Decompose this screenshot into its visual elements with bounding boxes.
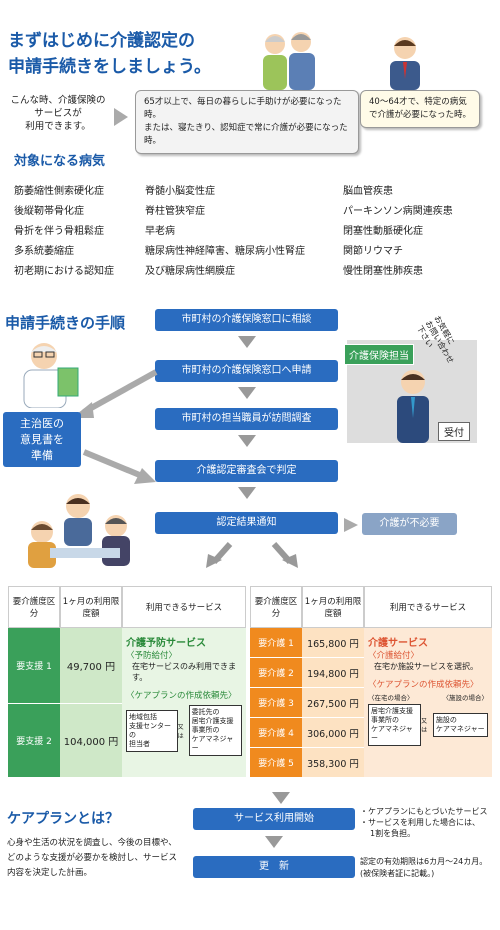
step-result: 認定結果通知 [155,512,338,534]
step-apply: 市町村の介護保険窓口へ申請 [155,360,338,382]
reception-sign: 受付 [438,422,470,441]
care-limit-1: 165,800 円 [302,628,364,657]
condition-text: こんな時、介護保険の サービスが 利用できます。 [10,95,106,132]
support-header-level: 要介護度区分 [8,586,60,628]
doctor-opinion-box: 主治医の 意見書を 準備 [3,412,81,467]
care-limit-5: 358,300 円 [302,748,364,777]
arrow-down-icon [238,336,256,348]
elderly-couple-illustration [255,28,320,90]
careplan-heading: ケアプランとは？ [7,811,119,827]
care-header-service: 利用できるサービス [364,586,492,628]
step-consult: 市町村の介護保険窓口に相談 [155,309,338,331]
support-limit-1: 49,700 円 [60,628,122,703]
disease-item: 脳血管疾患 [343,186,393,197]
care-level-4: 要介護 4 [250,718,302,747]
step-visit: 市町村の担当職員が訪問調査 [155,408,338,430]
split-arrows-icon [206,542,298,568]
care-header-level: 要介護度区分 [250,586,302,628]
support-limit-2: 104,000 円 [60,703,122,777]
step-review: 介護認定審査会で判定 [155,460,338,482]
no-care-box: 介護が不必要 [362,513,457,535]
support-header-limit: 1ヶ月の利用限度額 [60,586,122,628]
disease-item: 糖尿病性神経障害、糖尿病小性腎症 [145,246,305,257]
disease-item: 慢性閉塞性肺疾患 [343,266,423,277]
arrow-down-icon [238,487,256,499]
disease-column-3: 脳血管疾患 パーキンソン病関連疾患 閉塞性動脈硬化症 関節リウマチ 慢性閉塞性肺… [343,182,453,282]
procedure-heading: 申請手続きの手順 [5,314,126,332]
disease-item: 脊髄小脳変性症 [145,186,215,197]
disease-item: パーキンソン病関連疾患 [343,206,453,217]
service-note: ・ケアプランにもとづいたサービス ・サービスを利用した場合には、 1割を負担。 [360,807,488,838]
diseases-heading: 対象になる病気 [14,154,106,169]
disease-item: 多系統萎縮症 [14,246,74,257]
disease-item: 骨折を伴う骨粗鬆症 [14,226,104,237]
middle-aged-man-illustration [385,34,425,90]
care-limit-3: 267,500 円 [302,688,364,717]
disease-item: 脊柱管狭窄症 [145,206,205,217]
office-sign: 介護保険担当 [344,344,414,365]
support-level-2: 要支援 2 [8,703,60,777]
plan-option-box: 居宅介護支援事業所のケアマネジャー [368,704,422,746]
committee-illustration [20,484,140,568]
arrow-down-icon [265,836,283,848]
support-level-1: 要支援 1 [8,628,60,703]
support-table: 要介護度区分 1ヶ月の利用限度額 利用できるサービス 要支援 1 49,700 … [8,586,246,777]
condition-bubble-40: 40〜64才で、特定の病気 で介護が必要になった時。 [360,90,480,128]
arrow-down-icon [272,792,290,804]
arrow-right-icon [344,518,358,532]
care-service-cell: 介護サービス 〈介護給付〉 在宅か施設サービスを選択。 〈ケアプランの作成依頼先… [364,628,492,777]
care-level-5: 要介護 5 [250,748,302,777]
condition-bubble-65: 65才以上で、毎日の暮らしに手助けが必要になった時。 または、寝たきり、認知症で… [135,90,359,154]
service-start-box: サービス利用開始 [193,808,355,830]
disease-item: 後縦靭帯骨化症 [14,206,84,217]
care-limit-2: 194,800 円 [302,658,364,687]
care-level-1: 要介護 1 [250,628,302,657]
disease-column-1: 筋萎縮性側索硬化症 後縦靭帯骨化症 骨折を伴う骨粗鬆症 多系統萎縮症 初老期にお… [14,182,114,282]
doctor-illustration [14,338,84,409]
careplan-description: 心身や生活の状況を調査し、今後の目標や、 どのような支援が必要かを検討し、サービ… [7,838,178,878]
disease-item: 閉塞性動脈硬化症 [343,226,423,237]
arrow-from-doctor-icon [82,449,156,484]
plan-option-box: 施設のケアマネジャー [432,713,488,737]
arrow-right-icon [114,108,128,126]
disease-item: 関節リウマチ [343,246,403,257]
title-line-1: まずはじめに介護認定の [8,31,195,51]
page-title: まずはじめに介護認定の 申請手続きをしましょう。 [8,28,211,80]
disease-item: 早老病 [145,226,175,237]
care-limit-4: 306,000 円 [302,718,364,747]
renewal-note: 認定の有効期限は6カ月〜24カ月。 (被保険者証に記載。) [360,857,488,878]
support-header-service: 利用できるサービス [122,586,246,628]
arrow-to-doctor-icon [72,369,158,418]
title-line-2: 申請手続きをしましょう。 [8,57,211,77]
plan-option-box: 委託先の居宅介護支援事業所のケアマネジャー [188,705,242,756]
renewal-box: 更 新 [193,856,355,878]
office-clerk-illustration [393,368,433,443]
care-header-limit: 1ヶ月の利用限度額 [302,586,364,628]
care-level-3: 要介護 3 [250,688,302,717]
disease-item: 初老期における認知症 [14,266,114,277]
disease-item: 筋萎縮性側索硬化症 [14,186,104,197]
support-service-cell: 介護予防サービス 〈予防給付〉 在宅サービスのみ利用できます。 〈ケアプランの作… [122,628,246,777]
arrow-down-icon [238,435,256,447]
disease-item: 及び糖尿病性網膜症 [145,266,235,277]
care-level-2: 要介護 2 [250,658,302,687]
disease-column-2: 脊髄小脳変性症 脊柱管狭窄症 早老病 糖尿病性神経障害、糖尿病小性腎症 及び糖尿… [145,182,305,282]
plan-option-box: 地域包括支援センターの担当者 [126,709,178,752]
arrow-down-icon [238,387,256,399]
